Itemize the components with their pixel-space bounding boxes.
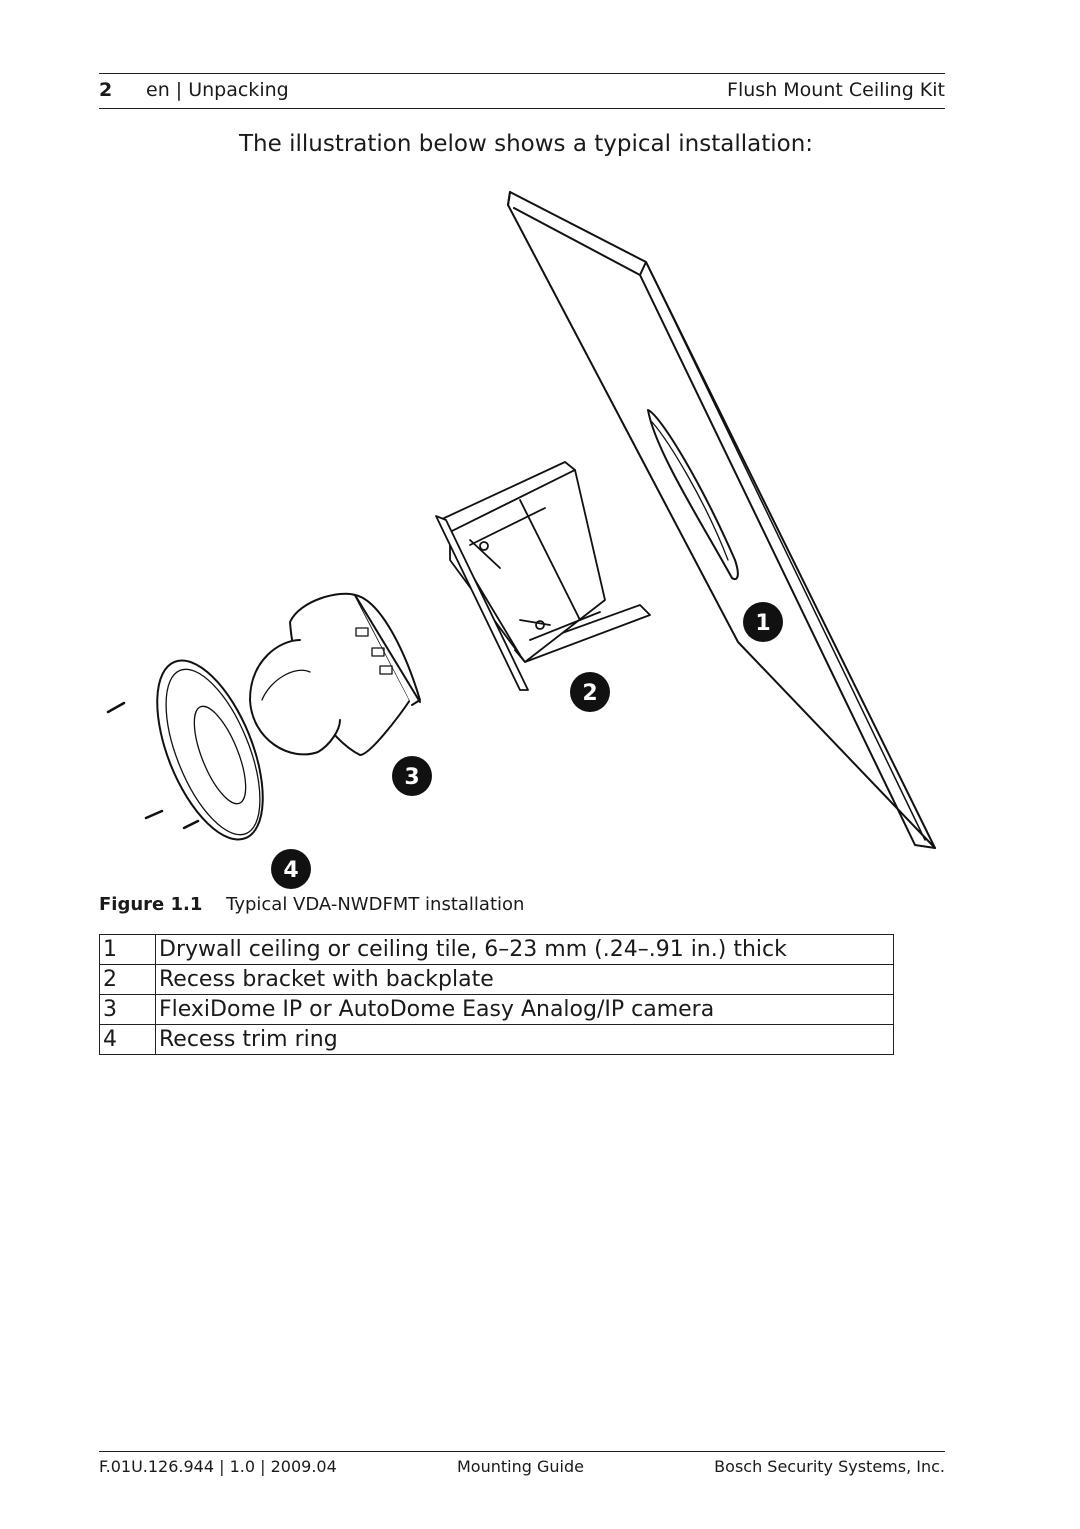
legend-number: 1 <box>99 934 156 965</box>
legend-table: 1 Drywall ceiling or ceiling tile, 6–23 … <box>99 934 894 1055</box>
legend-number: 4 <box>99 1024 156 1055</box>
callout-1: 1 <box>743 602 783 642</box>
callout-2: 2 <box>570 672 610 712</box>
intro-text: The illustration below shows a typical i… <box>239 131 814 157</box>
callout-4: 4 <box>271 849 311 889</box>
callout-3: 3 <box>392 756 432 796</box>
callout-1-label: 1 <box>755 611 770 636</box>
screws-drawing <box>106 701 200 830</box>
recess-bracket-drawing <box>435 461 651 691</box>
callout-3-label: 3 <box>404 765 419 790</box>
legend-number: 2 <box>99 964 156 995</box>
figure-caption-text: Typical VDA-NWDFMT installation <box>226 894 525 915</box>
footer-doc-type: Mounting Guide <box>457 1457 584 1476</box>
page-footer: F.01U.126.944 | 1.0 | 2009.04 Mounting G… <box>99 1451 945 1482</box>
legend-description: FlexiDome IP or AutoDome Easy Analog/IP … <box>155 994 894 1025</box>
section-title: en | Unpacking <box>146 79 289 101</box>
installation-illustration: 1 2 3 4 <box>106 191 936 889</box>
legend-description: Recess trim ring <box>155 1024 894 1055</box>
figure-label: Figure 1.1 <box>99 894 203 915</box>
callout-4-label: 4 <box>283 858 298 883</box>
document-title: Flush Mount Ceiling Kit <box>727 79 945 101</box>
trim-ring-drawing <box>156 659 264 841</box>
camera-drawing <box>249 592 421 756</box>
page-header: 2 en | Unpacking Flush Mount Ceiling Kit <box>99 73 945 109</box>
callout-2-label: 2 <box>582 681 597 706</box>
legend-number: 3 <box>99 994 156 1025</box>
page-number: 2 <box>99 79 113 101</box>
legend-description: Recess bracket with backplate <box>155 964 894 995</box>
footer-company: Bosch Security Systems, Inc. <box>714 1457 945 1476</box>
legend-row: 2 Recess bracket with backplate <box>99 964 894 995</box>
footer-doc-id: F.01U.126.944 | 1.0 | 2009.04 <box>99 1457 337 1476</box>
figure-caption: Figure 1.1 Typical VDA-NWDFMT installati… <box>99 894 524 915</box>
legend-row: 4 Recess trim ring <box>99 1024 894 1055</box>
legend-row: 1 Drywall ceiling or ceiling tile, 6–23 … <box>99 934 894 965</box>
legend-description: Drywall ceiling or ceiling tile, 6–23 mm… <box>155 934 894 965</box>
legend-row: 3 FlexiDome IP or AutoDome Easy Analog/I… <box>99 994 894 1025</box>
ceiling-panel-drawing <box>507 191 936 849</box>
